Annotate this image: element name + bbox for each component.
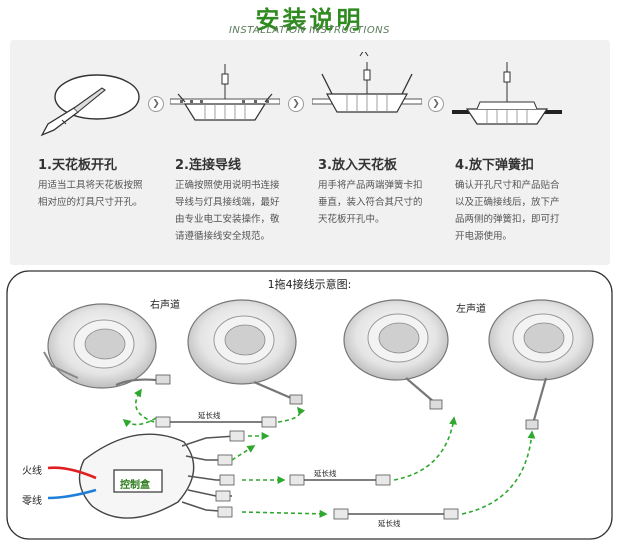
speaker-1 [43, 303, 157, 389]
arrow-6 [461, 430, 536, 515]
arrow-2 [277, 406, 306, 423]
extension-label-3: 延长线 [378, 519, 401, 528]
step-2-title: 2.连接导线 [175, 158, 241, 173]
chevron-right-icon: ❯ [148, 96, 164, 112]
live-wire [47, 466, 97, 480]
step-3-title: 3.放入天花板 [318, 158, 397, 173]
left-channel-label: 左声道 [456, 304, 486, 315]
arrow-1 [134, 388, 155, 423]
arrow-5 [241, 509, 328, 518]
speaker-4 [488, 299, 594, 381]
neutral-wire-label: 零线 [22, 496, 42, 507]
neutral-wire [47, 488, 97, 500]
right-channel-label: 右声道 [150, 300, 180, 311]
step-4-title: 4.放下弹簧扣 [455, 158, 534, 173]
speaker-2 [187, 299, 297, 385]
step-4-figure [452, 62, 562, 125]
speaker-3 [343, 299, 449, 381]
step-3-desc: 用手将产品两端弹簧卡扣垂直，装入符合其尺寸的天花板开孔中。 [318, 180, 423, 225]
page-subtitle: INSTALLATION INSTRUCTIONS [228, 25, 391, 36]
step-3-figure [312, 52, 422, 113]
extension-label-1: 延长线 [198, 411, 221, 420]
arrow-4 [393, 416, 457, 481]
control-box [78, 433, 195, 519]
control-box-label: 控制盒 [120, 480, 150, 491]
step-4-desc: 确认开孔尺寸和产品贴合以及正确接线后，放下产品两侧的弹簧扣，即可打开电源使用。 [455, 180, 560, 242]
step-2-figure [170, 64, 280, 121]
step-2-desc: 正确按照使用说明书连接导线与灯具接线端，最好由专业电工安装操作，敬请遵循接线安全… [175, 180, 280, 242]
chevron-right-icon: ❯ [428, 96, 444, 112]
wiring-title: 1拖4接线示意图: [267, 278, 352, 291]
step-1-figure [40, 74, 140, 137]
wiring-diagram [6, 270, 613, 540]
step-1-title: 1.天花板开孔 [38, 158, 117, 173]
extension-label-2: 延长线 [314, 469, 337, 478]
page-title: 安装说明 [255, 6, 364, 34]
step-1-desc: 用适当工具将天花板按照相对应的灯具尺寸开孔。 [38, 180, 143, 208]
live-wire-label: 火线 [22, 466, 42, 477]
chevron-right-icon: ❯ [288, 96, 304, 112]
